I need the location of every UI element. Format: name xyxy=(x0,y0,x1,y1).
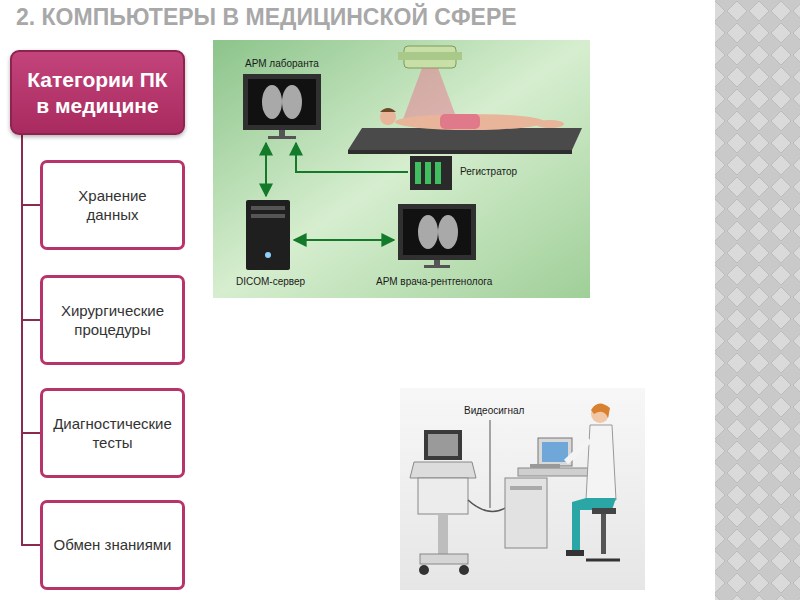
tree-connector xyxy=(22,135,40,433)
node-text: Диагностические тесты xyxy=(51,414,174,453)
node-text: Обмен знаниями xyxy=(53,535,171,555)
slide-title: 2. КОМПЬЮТЕРЫ В МЕДИЦИНСКОЙ СФЕРЕ xyxy=(16,4,517,31)
category-box: Хранение данных xyxy=(40,160,185,250)
category-box: Диагностические тесты xyxy=(40,388,185,478)
category-box: Хирургические процедуры xyxy=(40,275,185,365)
picture-label: Регистратор xyxy=(460,166,517,177)
node-text: Хранение данных xyxy=(51,186,174,225)
tree-connector xyxy=(22,135,40,205)
picture-label: DICOM-сервер xyxy=(236,276,305,287)
picture-label: АРМ лаборанта xyxy=(245,58,319,69)
xray-scheme xyxy=(213,40,590,298)
picture-label: Видеосигнал xyxy=(464,405,524,416)
category-box: Обмен знаниями xyxy=(40,500,185,590)
ultrasound-workplace xyxy=(400,388,645,590)
category-header-box: Категории ПК в медицине xyxy=(10,50,185,135)
tree-connector xyxy=(22,135,40,320)
tree-connector xyxy=(22,135,40,545)
picture-label: АРМ врача-рентгенолога xyxy=(376,276,492,287)
node-text: Категории ПК в медицине xyxy=(20,67,175,117)
node-text: Хирургические процедуры xyxy=(51,301,174,340)
side-band xyxy=(715,0,800,600)
